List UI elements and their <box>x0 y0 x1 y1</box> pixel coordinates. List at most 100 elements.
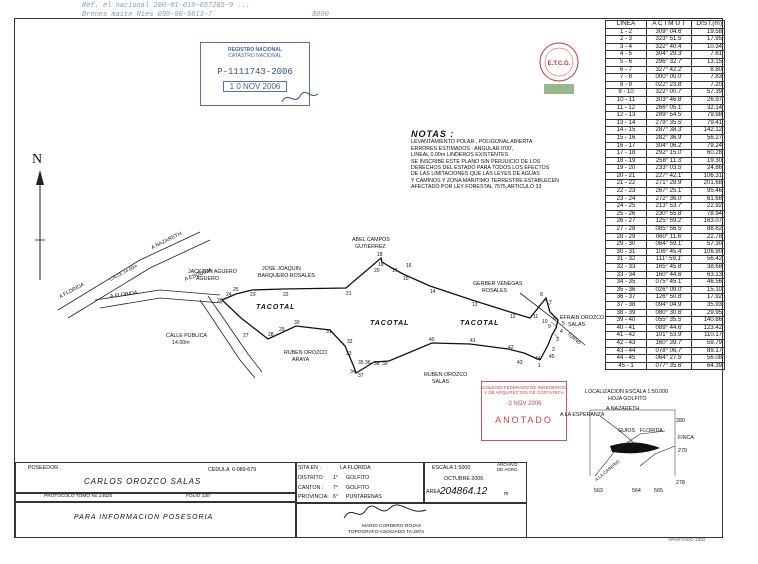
traverse-distance-cell: 15.10 <box>691 285 725 295</box>
traverse-line-cell: 20 - 21 <box>605 171 647 181</box>
north-label: N <box>32 152 43 167</box>
traverse-line-cell: 9 - 10 <box>605 88 647 97</box>
traverse-line-cell: 5 - 6 <box>605 57 647 67</box>
traverse-line-cell: 45 - 1 <box>605 361 647 371</box>
station-number: 18 <box>377 252 383 258</box>
traverse-distance-cell: 56.27 <box>691 133 725 143</box>
traverse-azimuth-cell: 304° 29.3' <box>646 50 692 59</box>
loc-esperanza: A LA ESPERANZA <box>560 412 605 418</box>
location-map-sheet: HOJA GOLFITO <box>608 396 647 402</box>
notes-line: DE LAS LIMITACIONES QUE LAS LEYES DE AGU… <box>411 171 540 178</box>
neighbor-efrain-2: SALAS <box>568 322 586 328</box>
traverse-distance-cell: 56.08 <box>691 354 725 363</box>
traverse-azimuth-cell: 101° 53.9' <box>646 331 692 340</box>
traverse-distance-cell: 22.78 <box>691 232 725 242</box>
surveyor-signature <box>343 504 427 519</box>
distrito-number: 1° <box>333 475 339 481</box>
owner-name: CARLOS OROZCO SALAS <box>84 477 202 486</box>
traverse-distance-cell: 106.31 <box>691 171 725 181</box>
station-number: 35 <box>358 360 364 366</box>
station-number: 42 <box>508 345 514 351</box>
traverse-distance-cell: 10.34 <box>691 42 725 52</box>
traverse-azimuth-cell: 304° 06.2' <box>646 141 692 151</box>
traverse-azimuth-cell: 125° 59.2' <box>646 217 692 227</box>
traverse-distance-cell: 79.98 <box>691 111 725 120</box>
roads <box>57 231 586 379</box>
surveyor-name: MARIO CORDERO ROJAS <box>362 524 421 529</box>
colegio-stamp-line2: Y DE ARQUITECTOS DE COSTA RICA <box>484 390 564 395</box>
station-number: 22 <box>283 292 289 298</box>
traverse-distance-cell: 22.92 <box>691 202 725 211</box>
traverse-line-cell: 1 - 2 <box>605 27 647 37</box>
station-number: 40 <box>429 337 435 343</box>
traverse-line-cell: 44 - 45 <box>605 354 647 363</box>
station-number: 45 <box>549 354 555 360</box>
traverse-distance-cell: 142.12 <box>691 126 725 135</box>
traverse-distance-cell: 201.68 <box>691 179 725 189</box>
traverse-azimuth-cell: 085° 56.5' <box>646 225 692 234</box>
station-number: 19 <box>378 262 384 268</box>
traverse-azimuth-cell: 160° 39.7' <box>646 338 692 348</box>
traverse-distance-cell: 19.30 <box>691 156 725 166</box>
traverse-distance-cell: 57.39 <box>691 88 725 97</box>
traverse-line-cell: 22 - 23 <box>605 187 647 196</box>
traverse-azimuth-cell: 026° 09.0' <box>646 285 692 295</box>
distrito-label: DISTRITO : <box>298 475 326 481</box>
traverse-azimuth-cell: 327° 42.2' <box>646 65 692 75</box>
purpose-text: PARA INFORMACION POSESORIA <box>74 514 214 521</box>
traverse-azimuth-cell: 094° 04.9' <box>646 300 692 310</box>
traverse-line-cell: 38 - 39 <box>605 308 647 318</box>
canton-number: 7° <box>333 485 339 491</box>
traverse-azimuth-cell: 230° 55.8' <box>646 209 692 219</box>
traverse-line-cell: 2 - 3 <box>605 35 647 44</box>
traverse-azimuth-cell: 064° 59.1' <box>646 240 692 249</box>
traverse-line-cell: 24 - 25 <box>605 202 647 211</box>
registry-stamp: REGISTRO NACIONAL CATASTRO NACIONAL P-11… <box>200 42 310 106</box>
station-number: 25 <box>233 287 239 293</box>
station-number: 1 <box>538 363 541 369</box>
traverse-distance-cell: 78.94 <box>691 209 725 219</box>
station-number: 10 <box>542 319 548 325</box>
station-number: 23 <box>250 292 256 298</box>
station-number: 15 <box>403 276 409 282</box>
station-number: 44 <box>535 356 541 362</box>
traverse-azimuth-cell: 271° 28.9' <box>646 179 692 189</box>
neighbor-ruben-araya-2: ARAYA <box>292 357 310 363</box>
area-value: 204864.12 <box>440 486 488 497</box>
traverse-line-cell: 17 - 18 <box>605 149 647 158</box>
neighbor-jose-2: BARQUERO ROSALES <box>258 273 315 279</box>
station-number: 39 <box>382 361 388 367</box>
traverse-line-cell: 25 - 26 <box>605 209 647 219</box>
traverse-azimuth-cell: 000° 00.0' <box>646 73 692 82</box>
traverse-azimuth-cell: 296° 32.7' <box>646 57 692 67</box>
traverse-distance-cell: 123.42 <box>691 323 725 333</box>
sita-label: SITA EN : <box>298 465 321 471</box>
zone-label-tacotal-2: TACOTAL <box>370 320 410 327</box>
station-number: 8 <box>540 292 543 298</box>
notes-line: SE INSCRIBE ESTE PLANO SIN PERJUICIO DE … <box>411 158 541 165</box>
traverse-distance-cell: 163.07 <box>691 217 725 227</box>
notes-line: LEVANTAMIENTO POLAR , POLIGONAL ABIERTA <box>411 139 533 146</box>
area-unit: m <box>504 491 509 497</box>
traverse-distance-cell: 110.17 <box>691 331 725 340</box>
loc-grid-280: 280 <box>676 418 685 424</box>
registry-number: P-1111743-2006 <box>217 67 293 77</box>
